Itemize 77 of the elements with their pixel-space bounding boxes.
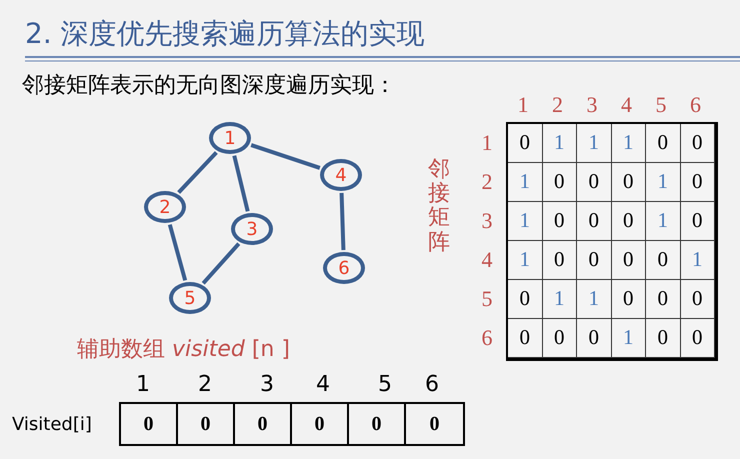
matrix-cell: 1 [508,163,542,202]
array-cell: 0 [235,404,292,444]
vertical-label: 邻接矩阵 [428,158,450,255]
graph-edge [250,143,320,170]
matrix-cell: 1 [542,124,577,163]
column-header: 1 [516,91,530,119]
matrix-cell: 0 [680,124,715,163]
matrix-cell: 1 [612,319,646,358]
matrix-cell: 0 [542,163,577,202]
matrix-cell: 1 [577,124,612,163]
vertex-ellipse: 5 [169,282,211,314]
matrix-cell: 1 [612,124,646,163]
matrix-cell: 0 [508,280,542,319]
matrix-cell: 0 [646,280,680,319]
matrix-cell: 0 [542,319,577,358]
matrix-cell: 1 [646,202,680,241]
column-header: 6 [689,91,702,119]
matrix-cell: 0 [612,202,646,241]
title: 2. 深度优先搜索遍历算法的实现 [25,16,425,52]
vertex-ellipse: 4 [320,159,362,191]
matrix-cell: 0 [646,124,680,163]
matrix-cell: 0 [680,163,715,202]
matrix-cell: 0 [646,241,680,280]
matrix-cell: 0 [612,241,646,280]
matrix-cell: 1 [542,280,577,319]
matrix-cell: 0 [680,202,715,241]
vertex-ellipse: 3 [231,213,273,245]
graph-edge [232,155,250,212]
array-index: 2 [197,371,213,399]
array-index: 4 [315,371,331,399]
graph-edge [340,192,346,250]
row-header: 3 [480,207,494,235]
array-caption: 辅助数组 visited [n ] [77,336,290,364]
array-label: Visited[i] [12,413,92,437]
vertex-ellipse: 1 [209,122,251,154]
array-cell: 0 [292,404,349,444]
matrix-cell: 0 [612,280,646,319]
row-header: 5 [480,285,494,313]
matrix-cell: 0 [612,163,646,202]
matrix-cell: 1 [646,163,680,202]
array-index: 1 [135,371,151,399]
matrix-cell: 0 [680,280,715,319]
column-header: 5 [654,91,668,119]
matrix-cell: 0 [542,241,577,280]
array-cell: 0 [121,404,178,444]
subtitle: 邻接矩阵表示的无向图深度遍历实现： [22,72,396,100]
matrix-cell: 0 [508,319,542,358]
matrix-cell: 1 [680,241,715,280]
matrix-cell: 1 [508,202,542,241]
matrix-cell: 1 [508,241,542,280]
matrix-cell: 1 [577,280,612,319]
graph-edge [168,224,188,281]
array-cell-text: 0 [428,412,440,437]
array-index: 3 [259,371,275,399]
array-cell: 0 [178,404,235,444]
graph-edge [202,242,240,285]
row-header: 4 [480,246,494,274]
column-header: 4 [620,91,633,119]
graph-edge [177,151,218,194]
matrix-cell: 0 [680,319,715,358]
matrix-cell: 0 [542,202,577,241]
matrix-cell: 0 [646,319,680,358]
matrix-cell: 0 [508,124,542,163]
matrix-cell: 0 [577,202,612,241]
array-cell: 0 [349,404,406,444]
matrix-cell: 0 [577,163,612,202]
array-index: 6 [424,371,440,399]
row-header: 2 [480,168,494,196]
row-header: 6 [480,324,494,352]
vertex-ellipse: 2 [144,191,186,223]
row-header: 1 [480,129,494,157]
matrix-cell: 0 [577,319,612,358]
vertex-ellipse: 6 [323,252,365,284]
array-index: 5 [377,371,393,399]
matrix-cell: 0 [577,241,612,280]
column-header: 2 [551,91,564,119]
column-header: 3 [586,91,598,119]
